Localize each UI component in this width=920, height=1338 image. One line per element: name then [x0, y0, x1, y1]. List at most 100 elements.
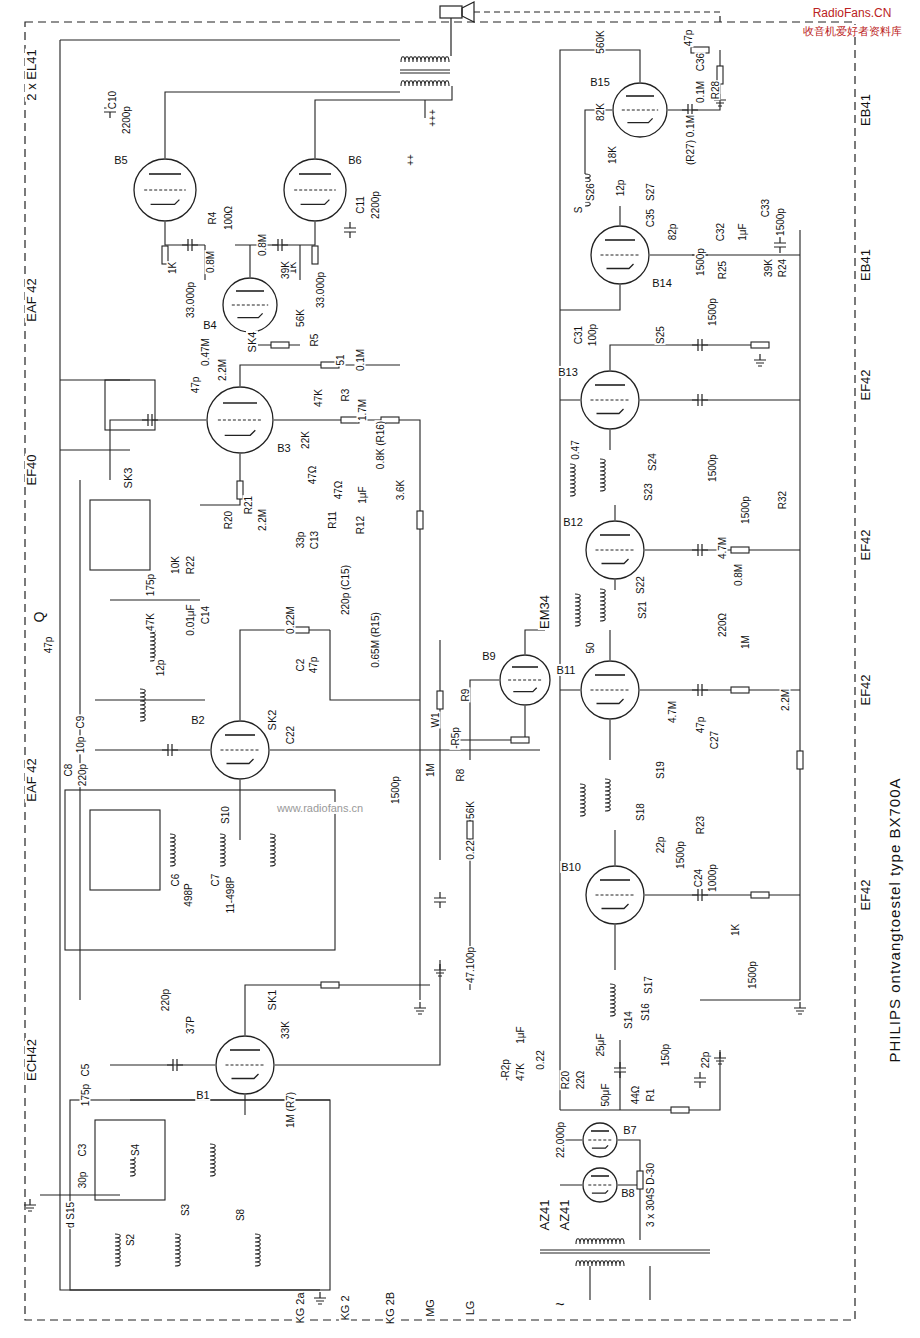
capacitor-symbols [104, 102, 786, 1088]
tube-grid [294, 190, 336, 191]
tube-anode [626, 95, 654, 97]
component-value: R20 [223, 510, 234, 530]
tube-outline [216, 1036, 274, 1094]
tube-cathode [602, 559, 629, 564]
component-value: -R2p [500, 1058, 511, 1082]
component-value: 4.7M [717, 536, 728, 560]
loudspeaker-symbol [440, 2, 720, 56]
switch-label: SK3 [122, 467, 134, 490]
component-value: -R5p [450, 726, 461, 750]
tube-type: EF40 [25, 453, 39, 486]
component-value: R32 [777, 490, 788, 510]
tube-cathode [513, 688, 536, 692]
component-value: C31 [573, 325, 584, 345]
switch-label: MG [424, 1298, 436, 1318]
component-value: R22 [185, 555, 196, 575]
tube-cathode [225, 430, 256, 435]
tube-type: EF42 [859, 528, 873, 561]
tube-cathode [301, 200, 330, 205]
tube-number: B9 [481, 650, 496, 662]
component-value: 0.01μF [185, 603, 196, 636]
component-value: 25μF [595, 1033, 606, 1058]
tube-type: AZ41 [558, 1198, 572, 1231]
tube-envelope [210, 720, 270, 780]
switch-label: Q [32, 611, 47, 624]
component-value: 0.47 [570, 439, 581, 460]
component-value: 50 [585, 641, 596, 654]
tube: B7 [582, 1122, 618, 1158]
component-value: (R27) 0.1M [685, 114, 696, 166]
tube-type: EB41 [859, 93, 873, 127]
tube-type: EF42 [859, 673, 873, 706]
component-value: S17 [643, 975, 654, 995]
component-value: 1500p [740, 495, 751, 525]
component-value: S21 [637, 600, 648, 620]
component-value: 47p [190, 376, 201, 395]
component-value: 0.22 [535, 1049, 546, 1070]
tube-anode [223, 402, 257, 404]
component-value: S24 [647, 452, 658, 472]
component-value: 12p [155, 659, 166, 678]
tube-envelope [585, 520, 645, 580]
tube: B13 [580, 370, 640, 430]
component-value: 1μF [357, 485, 368, 504]
component-value: 82K [595, 102, 606, 122]
tube-envelope [222, 277, 278, 333]
tube-type: EF42 [859, 878, 873, 911]
component-value: 11-498P [225, 875, 236, 914]
tube-outline [223, 278, 277, 332]
component-value: 39K [763, 258, 774, 278]
tube-envelope [215, 1035, 275, 1095]
tube-cathode [627, 118, 652, 122]
component-value: C2 [295, 658, 306, 673]
component-value: 2200p [370, 190, 381, 220]
component-value: R3 [340, 388, 351, 403]
component-value: 1K [730, 923, 741, 937]
component-value: 1500p [675, 840, 686, 870]
tube-anode [591, 1130, 609, 1132]
component-value: 47K [515, 1062, 526, 1082]
tube-anode [149, 173, 181, 175]
component-value: 33p [295, 531, 306, 550]
tube: B4 [222, 277, 278, 333]
tube: B5 [133, 158, 197, 222]
component-value: 220p [77, 763, 88, 787]
component-value: R28 [710, 80, 721, 100]
tube-anode [225, 734, 255, 736]
component-value: 3.6K [395, 479, 406, 502]
component-value: 22p [700, 1051, 711, 1070]
component-value: R25 [717, 260, 728, 280]
tube-anode [230, 1049, 260, 1051]
component-value: 1500p [775, 207, 786, 237]
component-value: C10 [107, 90, 118, 110]
component-value: 47.100p [465, 946, 476, 984]
component-value: 47p [695, 716, 706, 735]
component-value: 44Ω [630, 1085, 641, 1106]
component-value: 1000p [707, 863, 718, 893]
component-value: S14 [623, 1010, 634, 1030]
component-value: 22.000p [555, 1121, 566, 1159]
switch-label: KG 2 [339, 1294, 351, 1321]
component-value: ~ [554, 1296, 565, 1314]
component-value: C13 [309, 530, 320, 550]
tube: B1 [215, 1035, 275, 1095]
tube-number: B14 [651, 277, 673, 289]
tube-grid [144, 190, 186, 191]
tube-outline [500, 655, 550, 705]
wiring [40, 40, 800, 1300]
tube-envelope [283, 158, 347, 222]
tube-grid [218, 420, 262, 421]
component-value: 0.22 [465, 839, 476, 860]
tube-cathode [227, 759, 254, 764]
component-value: d S15 [65, 1201, 76, 1229]
tube: B12 [585, 520, 645, 580]
tube-envelope [133, 158, 197, 222]
tube-grid [588, 1185, 611, 1186]
tube-number: B4 [202, 319, 217, 331]
component-value: 0.8M [733, 563, 744, 587]
tube-envelope [590, 225, 650, 285]
tube-anode [600, 534, 630, 536]
component-value: S16 [640, 1002, 651, 1022]
component-value: 33.000p [315, 271, 326, 309]
